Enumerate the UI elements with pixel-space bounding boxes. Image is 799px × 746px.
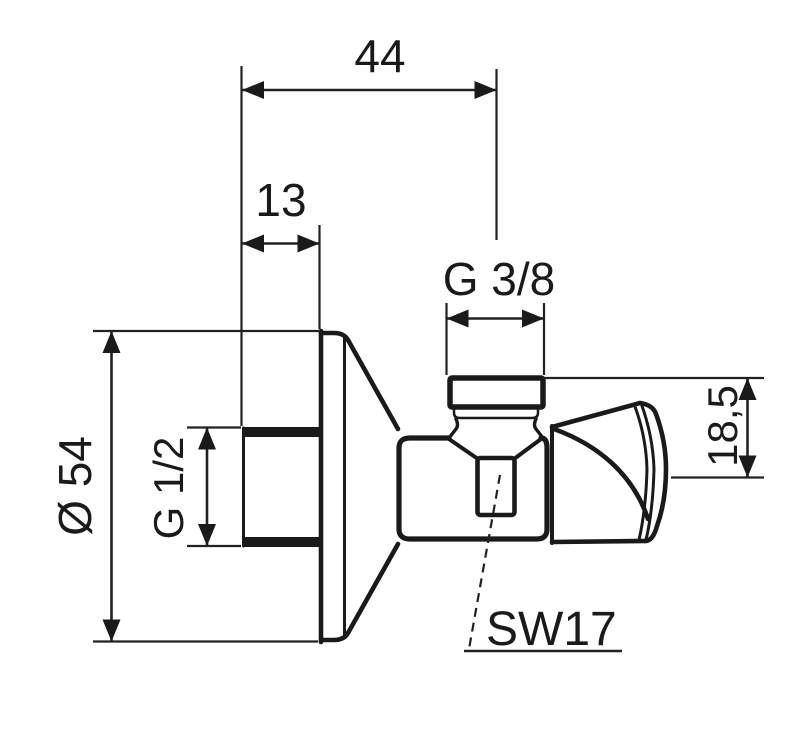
arrow-up-icon [102, 331, 121, 353]
inlet-nipple [242, 426, 321, 548]
rosette-bottom-edge [318, 541, 401, 643]
dimension-g12: G 1/2 [145, 426, 241, 548]
outlet-neck-left [447, 417, 460, 440]
handle-knob [549, 400, 669, 545]
sw17-gland-nut [475, 455, 517, 518]
valve-outline [242, 328, 669, 645]
outlet-neck-right [532, 417, 545, 440]
outlet-boss [447, 375, 546, 461]
dimension-d54: Ø 54 [49, 329, 320, 643]
dim-44-label: 44 [354, 30, 405, 82]
arrow-right-icon [474, 81, 497, 99]
wall-rosette [318, 328, 401, 645]
arrow-left-icon [446, 309, 469, 328]
sw17-label: SW17 [486, 603, 617, 656]
dim-13-label: 13 [255, 174, 306, 226]
arrow-right-icon [297, 234, 320, 253]
nipple-thread-bottom [242, 537, 321, 547]
dimension-44: 44 [240, 30, 498, 426]
valve-body [396, 435, 550, 542]
bonnet-funnel-left [447, 437, 480, 461]
handle-front-edge [637, 400, 669, 544]
handle-cone-silhouette [551, 426, 651, 522]
handle-bottom-edge [549, 538, 648, 545]
arrow-down-icon [738, 455, 757, 478]
rosette-top-edge [318, 330, 401, 432]
handle-cap-seam-inner [632, 402, 649, 542]
handle-top-edge [549, 400, 643, 430]
outlet-band [452, 406, 540, 420]
arrow-down-icon [198, 524, 216, 546]
arrow-left-icon [242, 81, 264, 99]
dim-g12-label: G 1/2 [145, 437, 192, 540]
arrow-right-icon [522, 309, 544, 328]
nipple-thread-top [242, 427, 321, 437]
arrow-up-icon [738, 378, 757, 400]
arrow-up-icon [198, 427, 216, 450]
arrow-left-icon [242, 234, 264, 253]
callout-sw17: SW17 [464, 474, 622, 656]
dimension-13: 13 [242, 174, 321, 329]
dim-g38-label: G 3/8 [443, 253, 556, 305]
dim-d54-label: Ø 54 [49, 436, 101, 536]
outlet-collar [447, 375, 546, 410]
handle-cap-seam-outer [639, 401, 656, 542]
dimension-g38: G 3/8 [443, 253, 556, 375]
dimension-185: 18,5 [543, 376, 764, 479]
bonnet-funnel-right [512, 437, 543, 461]
arrow-down-icon [102, 619, 121, 642]
dim-185-label: 18,5 [699, 385, 746, 467]
